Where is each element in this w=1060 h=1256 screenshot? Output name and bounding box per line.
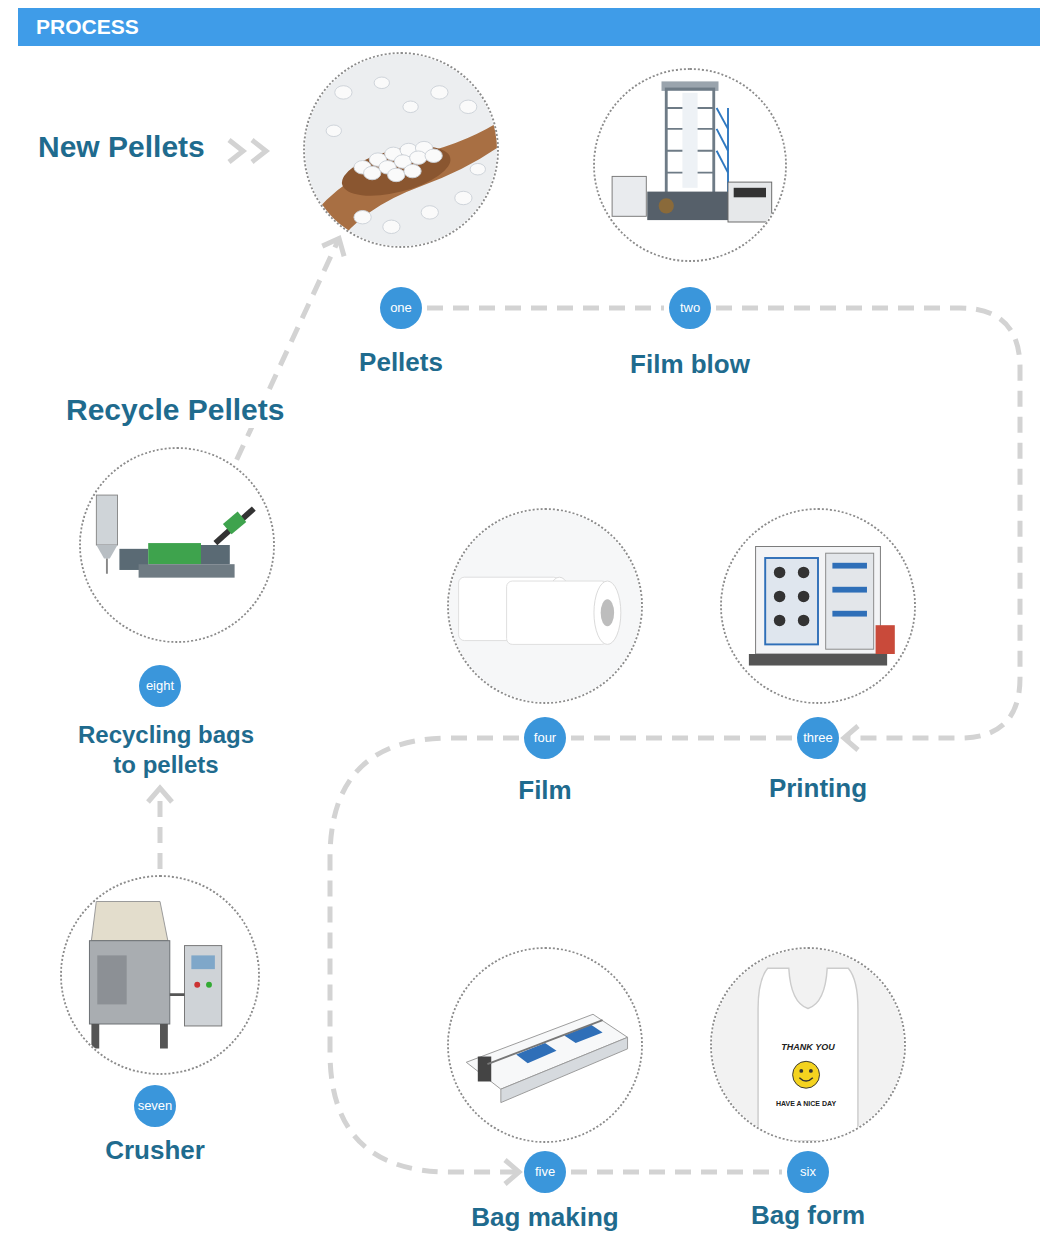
process-step: sevenCrusher [20, 875, 300, 1165]
process-step: fourFilm [405, 508, 685, 805]
recycling-extruder [81, 449, 273, 641]
step-circle [720, 508, 916, 704]
side-heading: New Pellets [38, 129, 205, 165]
step-number: two [669, 287, 711, 329]
film-blowing-machine [595, 70, 785, 260]
step-number: five [524, 1151, 566, 1193]
title-bar: PROCESS [18, 8, 1040, 46]
film-rolls [449, 510, 641, 702]
crusher-machine [62, 877, 258, 1073]
step-number: eight [139, 665, 181, 707]
process-step: fiveBag making [405, 947, 685, 1232]
step-number: four [524, 717, 566, 759]
step-circle [79, 447, 275, 643]
step-number: one [380, 287, 422, 329]
printing-machine [722, 510, 914, 702]
process-step: sixBag form [668, 947, 948, 1230]
dashed-flow-arrow [571, 1172, 782, 1173]
dashed-flow-arrow [427, 308, 664, 309]
bag-making-machine [449, 949, 641, 1141]
step-label: Bag making [415, 1202, 675, 1232]
step-number: six [787, 1151, 829, 1193]
dashed-flow-arrow [148, 788, 172, 869]
step-number: three [797, 717, 839, 759]
step-number: seven [134, 1085, 176, 1127]
step-circle [593, 68, 787, 262]
dashed-flow-arrow [716, 308, 1020, 750]
step-circle [447, 947, 643, 1143]
dashed-flow-arrow [571, 738, 792, 739]
process-step: onePellets [261, 52, 541, 377]
step-label: Film blow [560, 349, 820, 379]
process-step: eightRecycling bags to pellets [37, 447, 317, 780]
step-label: Printing [688, 773, 948, 803]
step-label: Pellets [271, 347, 531, 377]
step-label: Crusher [25, 1135, 285, 1165]
bag-print: HAVE A NICE DAY [776, 1099, 836, 1108]
step-circle [303, 52, 499, 248]
title-text: PROCESS [18, 8, 139, 46]
process-step: twoFilm blow [550, 68, 830, 379]
step-label: Film [415, 775, 675, 805]
process-step: threePrinting [678, 508, 958, 803]
bag-print: THANK YOU [781, 1042, 834, 1053]
step-circle [60, 875, 260, 1075]
step-label: Recycling bags to pellets [64, 720, 269, 780]
step-circle [447, 508, 643, 704]
step-label: Bag form [678, 1200, 938, 1230]
side-heading: Recycle Pellets [62, 392, 288, 428]
pellets-photo [305, 54, 497, 246]
